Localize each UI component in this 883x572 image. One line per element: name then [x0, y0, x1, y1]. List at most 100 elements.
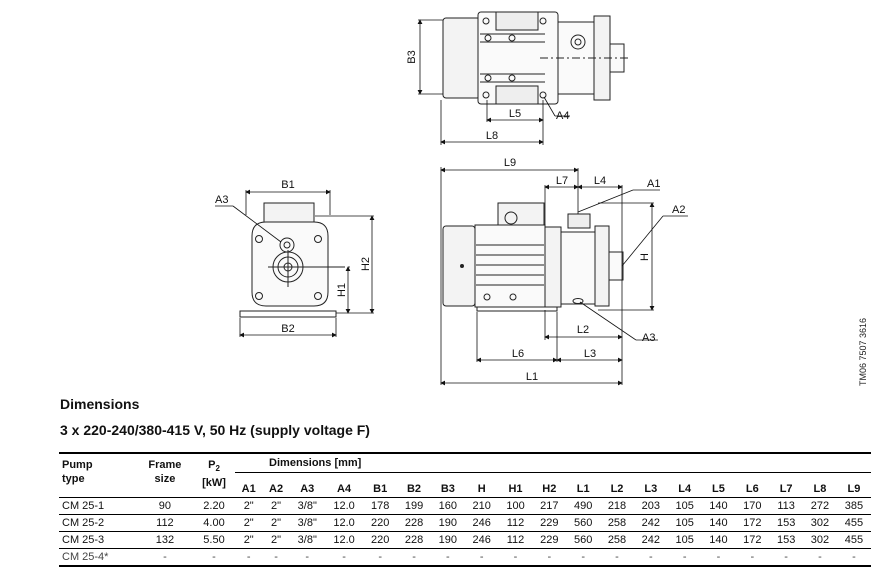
header-l1: L1	[576, 483, 590, 495]
cell-l8: 272	[803, 497, 837, 515]
cell-a3: 3/8"	[289, 531, 325, 549]
header-a3: A3	[300, 483, 315, 495]
cell-b2: 228	[397, 514, 431, 532]
cell-l9: 385	[836, 497, 871, 515]
cell-l2: 258	[600, 514, 634, 532]
label-l2: L2	[577, 324, 589, 336]
header-l2: L2	[610, 483, 624, 495]
header-l6: L6	[745, 483, 759, 495]
cell-l7: 153	[769, 514, 804, 532]
header-h2: H2	[542, 483, 557, 495]
header-a1: A1	[241, 483, 256, 495]
cell-h2: 229	[532, 514, 567, 532]
cell-a1: 2"	[235, 514, 263, 532]
cell-pump-type: CM 25-3	[59, 531, 137, 549]
cell-a4: 12.0	[324, 514, 364, 532]
header-h1: H1	[508, 483, 523, 495]
cell-p2: 5.50	[192, 531, 236, 549]
header-h: H	[477, 483, 486, 495]
header-a4: A4	[337, 483, 352, 495]
side-view-dimensions	[440, 167, 688, 386]
cell-h2: 217	[532, 497, 567, 515]
label-l8: L8	[486, 130, 498, 142]
cell-l2: -	[600, 548, 634, 567]
cell-h1: 112	[498, 531, 533, 549]
cell-l5: 140	[701, 497, 736, 515]
cell-b3: 160	[430, 497, 465, 515]
cell-a3: 3/8"	[289, 514, 325, 532]
header-b2: B2	[406, 483, 422, 495]
cell-l5: 140	[701, 531, 736, 549]
cell-a1: 2"	[235, 531, 263, 549]
label-l3: L3	[584, 348, 596, 360]
top-view-dimensions	[417, 19, 570, 145]
cell-a2: 2"	[262, 514, 290, 532]
cell-h1: 100	[498, 497, 533, 515]
cell-a4: 12.0	[324, 531, 364, 549]
cell-l4: 105	[667, 514, 702, 532]
top-view	[442, 11, 630, 105]
label-a1: A1	[647, 178, 660, 190]
pump-dimension-drawings: B3 L5 L8 A4 B1 B2 A3 H1 H2	[215, 11, 688, 386]
cell-h2: -	[532, 548, 567, 567]
label-l7: L7	[556, 175, 568, 187]
cell-pump-type: CM 25-4*	[59, 548, 137, 567]
cell-l7: 113	[769, 497, 804, 515]
cell-b1: -	[363, 548, 398, 567]
cell-p2: 4.00	[192, 514, 236, 532]
cell-l6: 172	[735, 531, 770, 549]
label-b2: B2	[281, 323, 294, 335]
cell-l6: 172	[735, 514, 770, 532]
label-a2: A2	[672, 204, 685, 216]
cell-a1: -	[235, 548, 263, 567]
header-dimensions: Dimensions [mm]	[235, 452, 871, 473]
cell-pump-type: CM 25-1	[59, 497, 137, 515]
cell-l9: -	[836, 548, 871, 567]
label-l1: L1	[526, 371, 538, 383]
cell-a1: 2"	[235, 497, 263, 515]
label-a4: A4	[556, 110, 569, 122]
cell-l8: 302	[803, 514, 837, 532]
header-a2: A2	[269, 483, 284, 495]
cell-l8: 302	[803, 531, 837, 549]
cell-l1: 560	[566, 531, 601, 549]
label-h1: H1	[336, 283, 348, 297]
drawing-reference-code: TM06 7507 3616	[858, 317, 868, 386]
header-p2: P2[kW]	[192, 452, 236, 498]
cell-a4: 12.0	[324, 497, 364, 515]
cell-l9: 455	[836, 531, 871, 549]
cell-a2: -	[262, 548, 290, 567]
header-l4: L4	[678, 483, 692, 495]
table-row: CM 25-4*---------------------	[59, 548, 871, 567]
label-l6: L6	[512, 348, 524, 360]
cell-b3: 190	[430, 514, 465, 532]
cell-frame-size: 90	[136, 497, 193, 515]
cell-a3: 3/8"	[289, 497, 325, 515]
cell-frame-size: -	[136, 548, 193, 567]
cell-l2: 218	[600, 497, 634, 515]
cell-b2: -	[397, 548, 431, 567]
label-b3: B3	[406, 50, 418, 63]
cell-b1: 220	[363, 514, 398, 532]
side-view	[442, 202, 624, 312]
header-l9: L9	[847, 483, 861, 495]
section-title: Dimensions	[60, 396, 140, 412]
cell-l4: 105	[667, 531, 702, 549]
cell-a2: 2"	[262, 531, 290, 549]
cell-h: 246	[464, 531, 499, 549]
cell-b2: 228	[397, 531, 431, 549]
cell-l5: 140	[701, 514, 736, 532]
cell-l3: 242	[633, 531, 668, 549]
cell-l2: 258	[600, 531, 634, 549]
cell-b1: 178	[363, 497, 398, 515]
cell-frame-size: 132	[136, 531, 193, 549]
label-l5: L5	[509, 108, 521, 120]
cell-l3: 203	[633, 497, 668, 515]
